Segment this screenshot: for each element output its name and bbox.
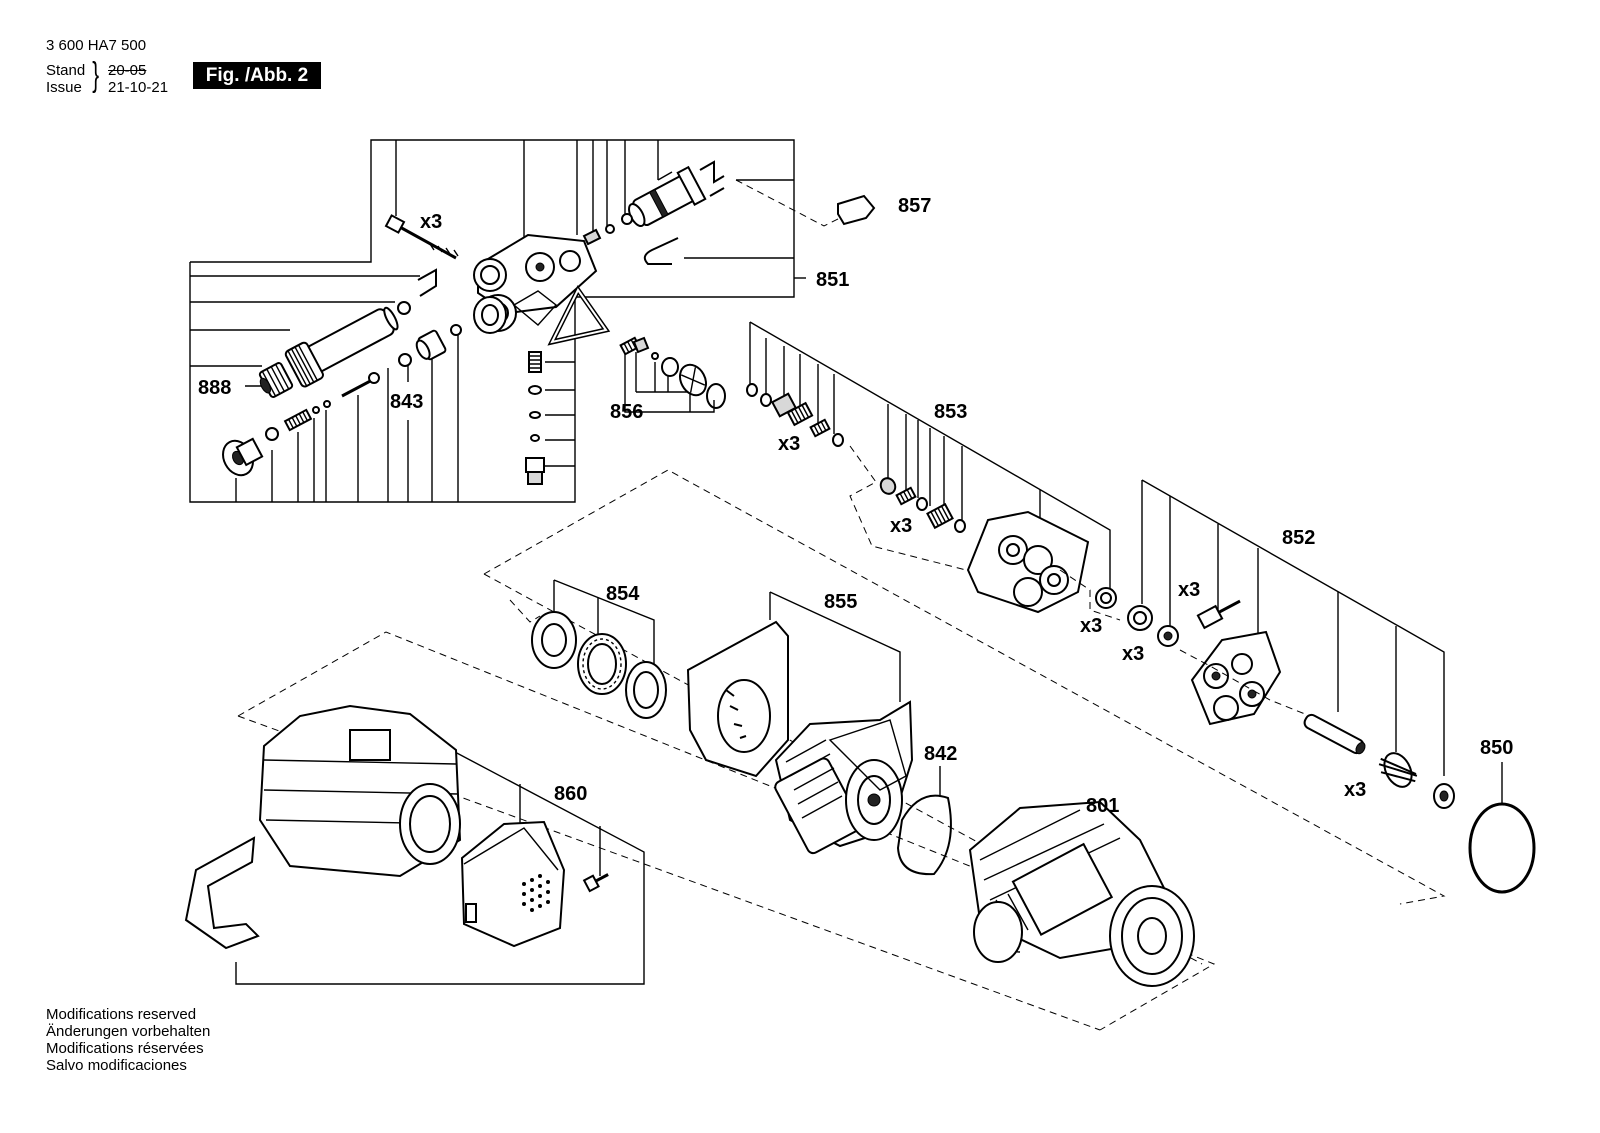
part-label-843: 843	[390, 391, 423, 413]
qty-label-853-row1: x3	[778, 433, 800, 455]
qty-label-852-screws: x3	[1178, 579, 1200, 601]
part-label-860: 860	[554, 783, 587, 805]
quantity-labels: x3 x3 x3 x3 x3 x3 x3	[420, 211, 1366, 801]
old-date: 20-05	[108, 62, 147, 79]
issue-date: 21-10-21	[108, 79, 169, 96]
part-label-842: 842	[924, 743, 957, 765]
group-856	[619, 336, 726, 413]
group-854	[531, 579, 667, 719]
note-german: Änderungen vorbehalten	[46, 1023, 211, 1040]
note-spanish: Salvo modificaciones	[46, 1057, 187, 1074]
figure-label: Fig. /Abb. 2	[193, 62, 321, 89]
group-853	[746, 321, 1121, 621]
note-french: Modifications réservées	[46, 1040, 204, 1057]
part-label-856: 856	[610, 401, 643, 423]
part-label-857: 857	[898, 195, 931, 217]
group-860	[184, 704, 645, 985]
part-label-853: 853	[934, 401, 967, 423]
group-801	[968, 800, 1195, 987]
part-label-851: 851	[816, 269, 849, 291]
document-number: 3 600 HA7 500	[46, 37, 147, 54]
part-label-852: 852	[1282, 527, 1315, 549]
qty-label-seal-1: x3	[1080, 615, 1102, 637]
group-852	[1127, 479, 1536, 894]
issue-label: Issue	[46, 79, 82, 96]
qty-label-springs: x3	[1344, 779, 1366, 801]
qty-label-853-row2: x3	[890, 515, 912, 537]
qty-label-top-screws: x3	[420, 211, 442, 233]
part-label-855: 855	[824, 591, 857, 613]
group-851-parts	[222, 160, 876, 485]
part-label-854: 854	[606, 583, 640, 605]
brace-symbol: }	[92, 56, 100, 94]
note-english: Modifications reserved	[46, 1006, 197, 1023]
part-label-888: 888	[198, 377, 231, 399]
part-number-labels: 857 851 888 843 856 853 852 854 855 842 …	[198, 195, 1513, 817]
group-855	[686, 591, 952, 876]
part-label-801: 801	[1086, 795, 1119, 817]
part-label-850: 850	[1480, 737, 1513, 759]
group-851-frame	[189, 139, 806, 503]
qty-label-seal-2: x3	[1122, 643, 1144, 665]
modification-notes: Modifications reserved Änderungen vorbeh…	[46, 1006, 210, 1074]
stand-label: Stand	[46, 62, 86, 79]
